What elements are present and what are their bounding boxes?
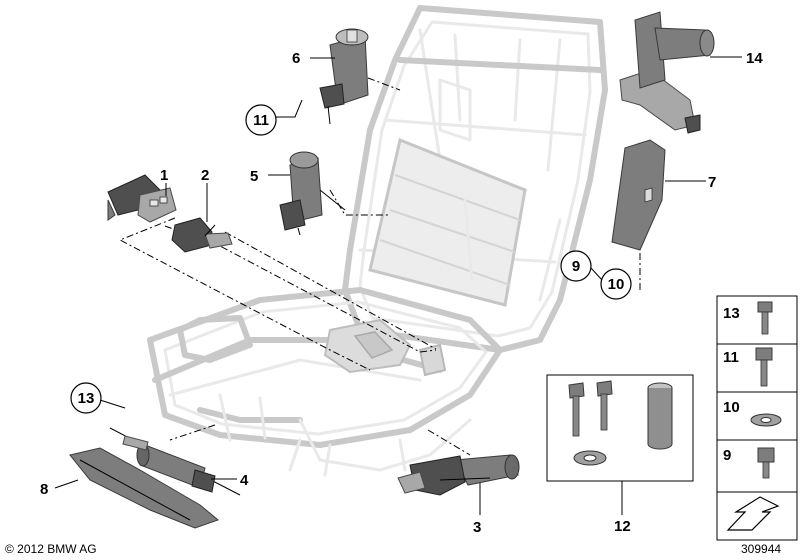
- callout-10: 10: [608, 276, 625, 293]
- callout-4: 4: [240, 472, 249, 489]
- part-3-drive-motor: [397, 454, 520, 496]
- callout-3: 3: [473, 519, 481, 536]
- part-8-cover: [69, 447, 219, 529]
- seat-backrest-frame: [342, 5, 608, 353]
- copyright-text: © 2012 BMW AG: [5, 542, 97, 556]
- callout-14: 14: [746, 50, 763, 67]
- callout-9: 9: [572, 258, 580, 275]
- callout-7: 7: [708, 174, 716, 191]
- hardware-legend: 13 11 10 9: [716, 295, 798, 541]
- callout-labels: 1 2 3 4 5 6 7 8 12 14 11 9 10 13: [40, 50, 763, 536]
- callout-1: 1: [160, 167, 168, 184]
- legend-label-13: 13: [723, 305, 740, 322]
- part-5-motor: [279, 151, 346, 236]
- callout-2: 2: [201, 167, 209, 184]
- part-6-motor: [319, 28, 369, 125]
- leader-lines: [54, 56, 742, 515]
- legend-label-10: 10: [723, 399, 740, 416]
- legend-label-9: 9: [723, 447, 731, 464]
- part-2-connector: [171, 217, 233, 253]
- callout-8: 8: [40, 481, 48, 498]
- callout-6: 6: [292, 50, 300, 67]
- seat-base-frame: [147, 287, 503, 477]
- part-1-motor: [107, 174, 177, 223]
- callout-11: 11: [253, 112, 269, 129]
- image-number: 309944: [741, 542, 781, 556]
- part-7-bracket: [611, 139, 666, 251]
- callout-13: 13: [78, 390, 95, 407]
- part-4-spindle: [109, 427, 241, 496]
- direction-arrow-icon: [726, 496, 780, 531]
- part-14-actuator: [619, 11, 715, 134]
- callout-5: 5: [250, 168, 258, 185]
- legend-label-11: 11: [723, 349, 739, 366]
- part-12-kit-box: [546, 374, 694, 482]
- callout-12: 12: [614, 518, 631, 535]
